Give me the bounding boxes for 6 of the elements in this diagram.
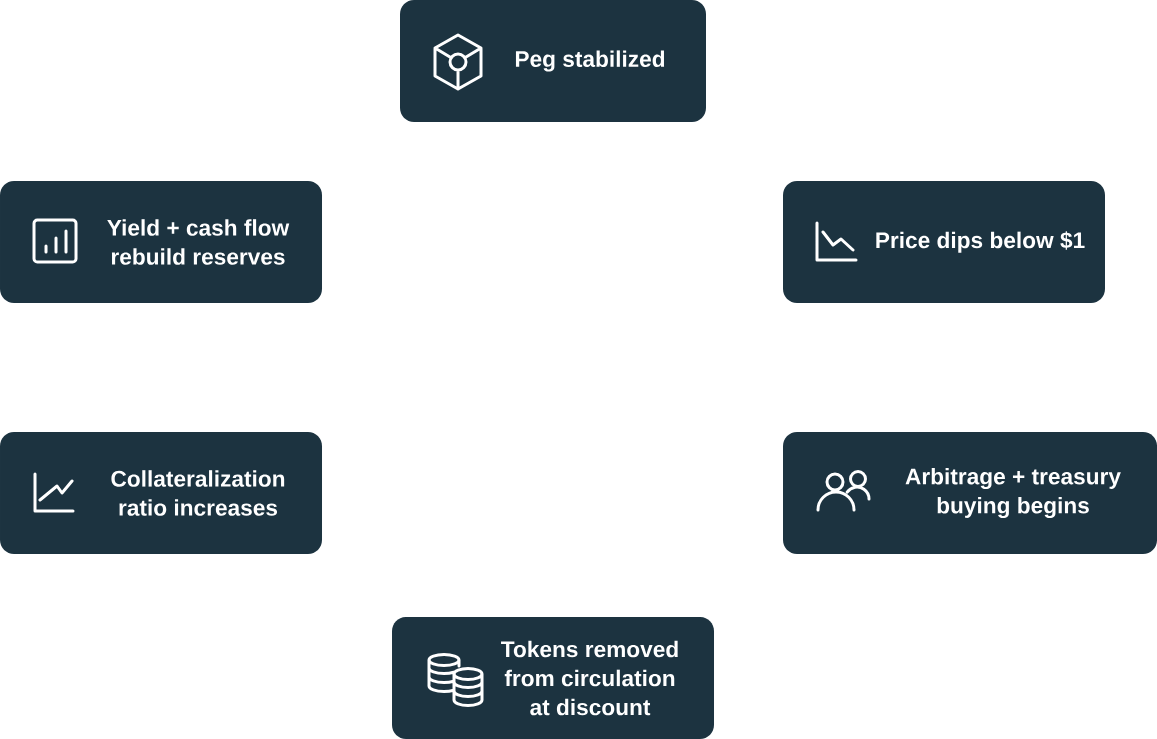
- process-box: Tokens removed from circulation at discount: [392, 617, 714, 739]
- process-box: Price dips below $1: [783, 181, 1105, 303]
- process-box: Collateralization ratio increases: [0, 432, 322, 554]
- process-box: Yield + cash flow rebuild reserves: [0, 181, 322, 303]
- process-box: Peg stabilized: [400, 0, 706, 122]
- process-box: Arbitrage + treasury buying begins: [783, 432, 1157, 554]
